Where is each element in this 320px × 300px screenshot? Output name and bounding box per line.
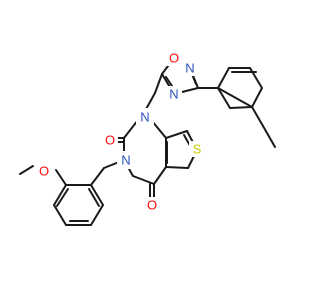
bond [132, 175, 155, 185]
bond [262, 125, 276, 148]
molecule-structure: O N N O O S O N [19, 50, 276, 226]
atom-label-n-oxadiazole-2: N [185, 61, 194, 76]
bond [229, 106, 253, 109]
bond [19, 165, 34, 175]
atom-backdrop [36, 163, 52, 179]
bond [90, 204, 104, 226]
atom-label-n1: N [140, 110, 149, 125]
bond [217, 87, 253, 108]
atom-n3: N [117, 151, 135, 169]
bond [251, 106, 264, 127]
bond [53, 204, 67, 226]
atom-label-o-oxadiazole: O [169, 51, 179, 66]
atom-backdrop [144, 197, 160, 213]
bond [56, 188, 69, 207]
atom-oxadiazole-n2: N [182, 60, 198, 76]
bond [90, 167, 105, 186]
atom-label-n3: N [121, 153, 130, 168]
atom-carbonyl-o4: O [144, 197, 160, 213]
bond [90, 184, 104, 206]
atom-n1: N [136, 108, 154, 126]
atom-oxadiazole-oxygen: O [166, 50, 182, 66]
bond [154, 73, 163, 94]
atom-backdrop [136, 108, 154, 126]
bond [88, 188, 100, 207]
bond [165, 166, 189, 169]
bond [123, 119, 139, 139]
atom-backdrop [102, 132, 118, 148]
bond [55, 169, 67, 186]
atom-label-s: S [193, 142, 202, 157]
atom-backdrop [166, 86, 182, 102]
atom-label-o2: O [105, 133, 115, 148]
atom-methoxy-oxygen: O [36, 163, 52, 179]
bond [153, 166, 167, 185]
atom-oxadiazole-n4: N [166, 86, 182, 102]
atom-layer: O N N O O S O N [36, 50, 205, 213]
atom-backdrop [117, 151, 135, 169]
atom-backdrop [166, 50, 182, 66]
atom-carbonyl-o2: O [102, 132, 118, 148]
atom-label-o4: O [147, 198, 157, 213]
bond [165, 130, 188, 139]
atom-backdrop [189, 141, 205, 157]
bond [217, 67, 230, 89]
bond [151, 120, 167, 139]
atom-label-n-oxadiazole-4: N [169, 87, 178, 102]
atom-label-o-methoxy: O [39, 164, 49, 179]
bond [217, 87, 231, 109]
bond [53, 184, 67, 206]
atom-backdrop [182, 60, 198, 76]
bond [251, 87, 263, 108]
atom-thiophene-sulfur: S [189, 141, 205, 157]
